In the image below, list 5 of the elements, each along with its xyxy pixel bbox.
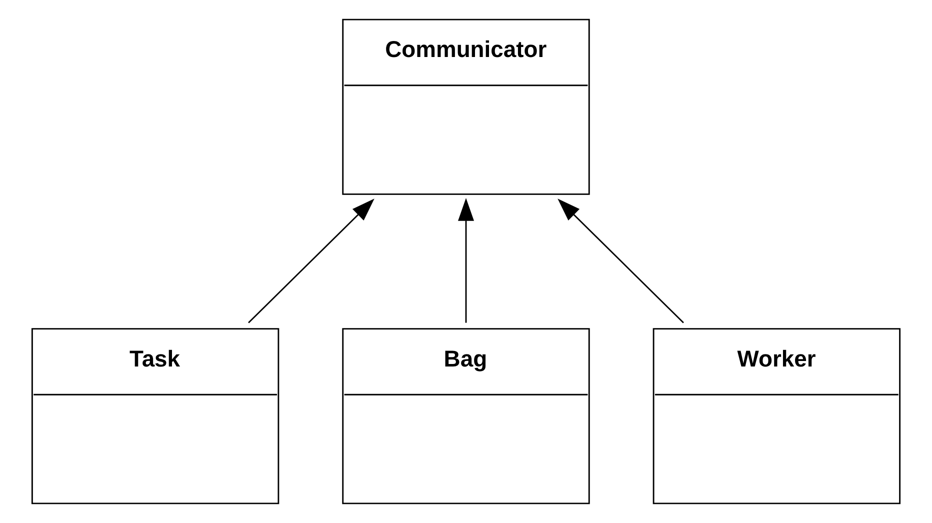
arrow [248,198,374,324]
arrow [558,198,684,324]
node-box: Task [31,328,280,504]
arrow [458,198,474,323]
node-box: Worker [652,328,901,504]
